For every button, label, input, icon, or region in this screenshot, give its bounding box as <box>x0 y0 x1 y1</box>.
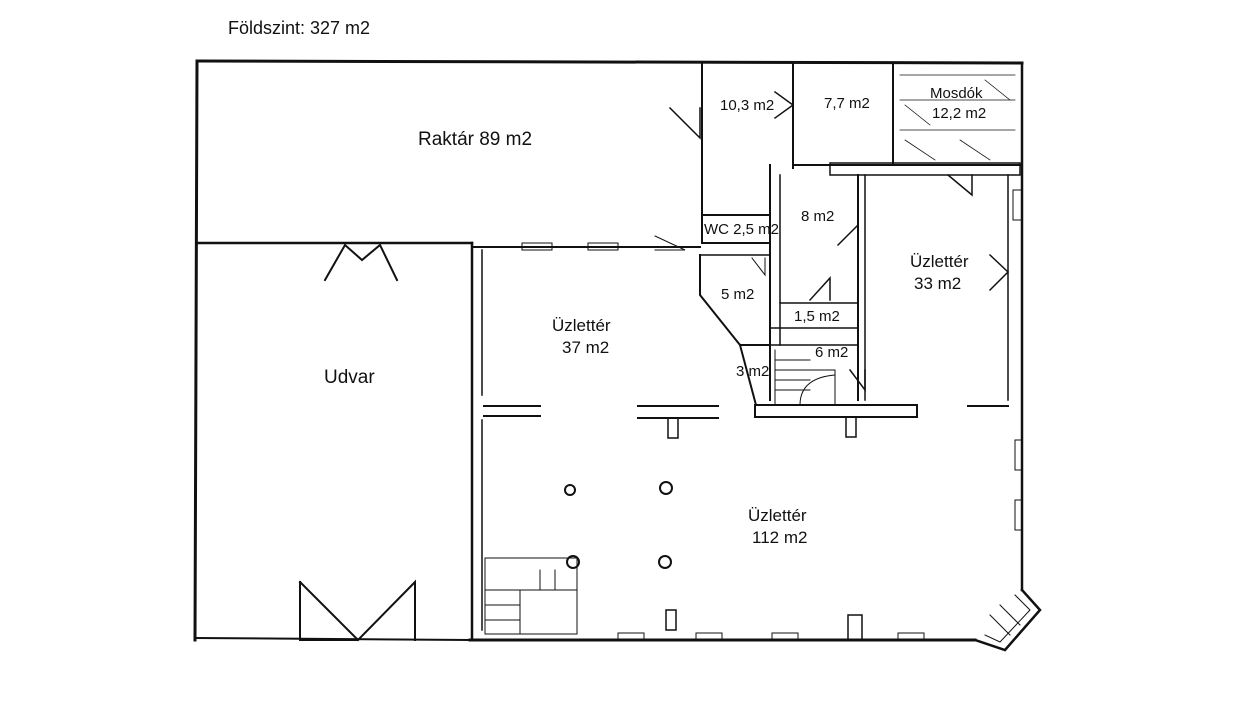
room-label-uzletter-112-area: 112 m2 <box>752 528 808 547</box>
room-label-uzletter-112: Üzlettér <box>748 506 807 525</box>
room-label-udvar: Udvar <box>324 367 375 388</box>
room-label-raktar: Raktár 89 m2 <box>418 129 533 150</box>
wall-corner <box>973 588 1042 652</box>
room-label-mosdok-area: 12,2 m2 <box>932 105 987 122</box>
room-label-1-5: 1,5 m2 <box>794 308 840 325</box>
wall-top <box>195 59 1024 65</box>
wall-left <box>193 59 199 642</box>
room-label-uzletter-33: Üzlettér <box>910 252 969 271</box>
room-label-mosdok: Mosdók <box>930 85 983 102</box>
room-label-5: 5 m2 <box>721 286 755 303</box>
room-label-uzletter-33-area: 33 m2 <box>914 274 962 293</box>
room-label-6: 6 m2 <box>815 344 849 361</box>
room-label-10-3: 10,3 m2 <box>720 97 775 114</box>
room-label-uzletter-37: Üzlettér <box>552 316 611 335</box>
page-title: Földszint: 327 m2 <box>228 18 371 38</box>
room-label-8: 8 m2 <box>801 208 835 225</box>
room-label-wc: WC 2,5 m2 <box>704 221 780 238</box>
room-label-7-7: 7,7 m2 <box>824 95 870 112</box>
room-label-uzletter-37-area: 37 m2 <box>562 338 610 357</box>
room-label-3: 3 m2 <box>736 363 770 380</box>
